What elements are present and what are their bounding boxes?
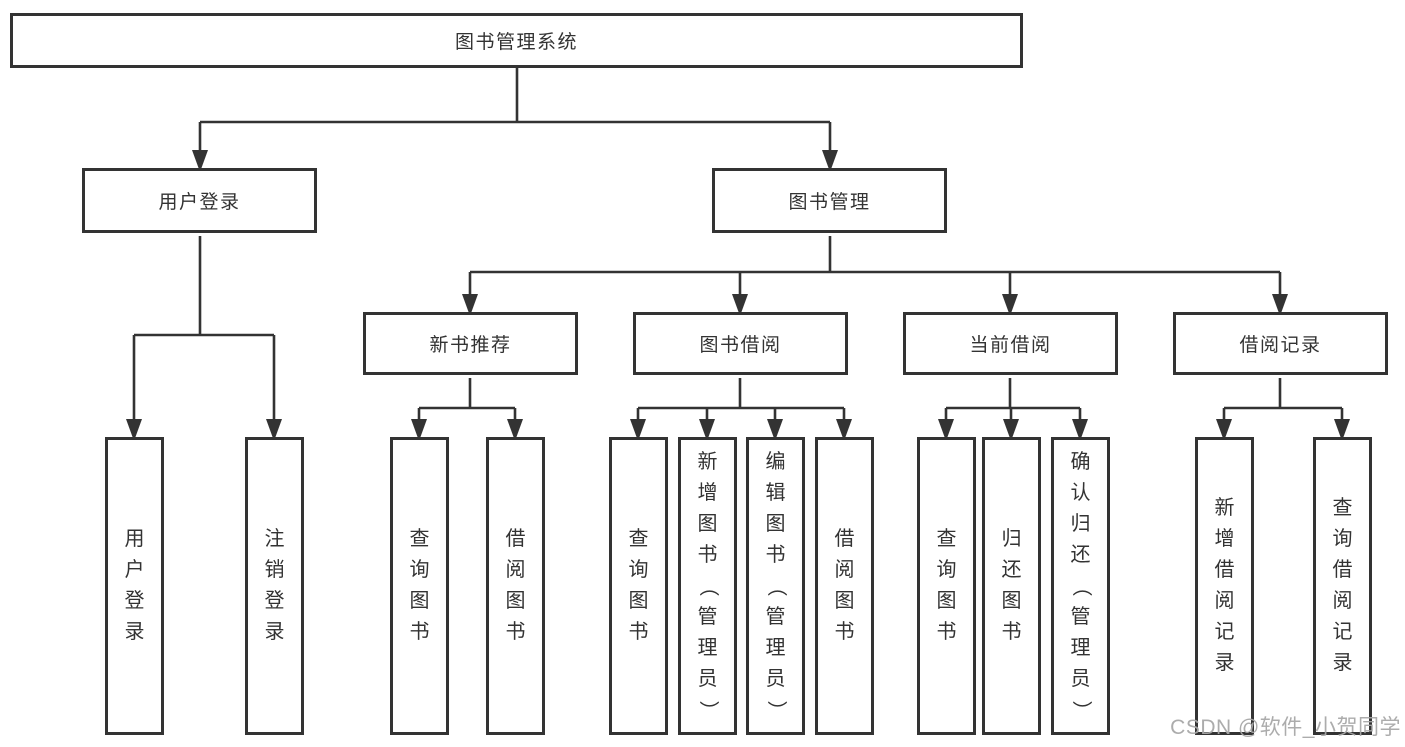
leaf-query-books-3: 查询图书	[917, 437, 976, 735]
node-book-management: 图书管理	[712, 168, 947, 233]
leaf-add-book-admin: 新增图书（管理员）	[678, 437, 737, 735]
leaf-user-login: 用户登录	[105, 437, 164, 735]
leaf-edit-book-admin: 编辑图书（管理员）	[746, 437, 805, 735]
node-new-book-recommend: 新书推荐	[363, 312, 578, 375]
leaf-add-borrow-record: 新增借阅记录	[1195, 437, 1254, 735]
node-borrow-records: 借阅记录	[1173, 312, 1388, 375]
node-library-system: 图书管理系统	[10, 13, 1023, 68]
leaf-query-books-1: 查询图书	[390, 437, 449, 735]
leaf-query-books-2: 查询图书	[609, 437, 668, 735]
node-user-login: 用户登录	[82, 168, 317, 233]
leaf-borrow-books-2: 借阅图书	[815, 437, 874, 735]
node-current-borrow: 当前借阅	[903, 312, 1118, 375]
node-book-borrow: 图书借阅	[633, 312, 848, 375]
leaf-return-book: 归还图书	[982, 437, 1041, 735]
leaf-borrow-books-1: 借阅图书	[486, 437, 545, 735]
csdn-watermark: CSDN @软件_小贺同学	[1170, 716, 1401, 739]
leaf-query-borrow-record: 查询借阅记录	[1313, 437, 1372, 735]
leaf-confirm-return-admin: 确认归还（管理员）	[1051, 437, 1110, 735]
leaf-logout: 注销登录	[245, 437, 304, 735]
